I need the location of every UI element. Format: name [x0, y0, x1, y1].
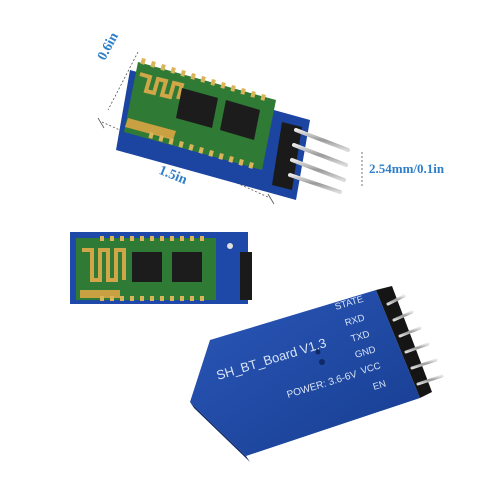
pad-row-top	[140, 57, 266, 101]
header-back-block	[376, 286, 432, 398]
header-front-block	[240, 252, 252, 300]
chip-left	[176, 88, 218, 128]
chip-front-left	[132, 252, 162, 282]
header-pins	[288, 128, 350, 194]
antenna-gold-strip	[125, 118, 176, 140]
chip-front-right	[172, 252, 202, 282]
pin-label-txd: TXD	[350, 329, 372, 345]
module-top-view	[97, 51, 363, 205]
module-back-shadow	[190, 402, 250, 462]
antenna-front-strip	[80, 290, 120, 298]
pin-label-en: EN	[372, 378, 388, 392]
pin-header-block	[272, 122, 302, 190]
module-front-view	[70, 232, 298, 304]
via-hole-1	[319, 359, 325, 365]
header-front-pins	[248, 256, 298, 296]
dimension-pitch-label: 2.54mm/0.1in	[369, 161, 445, 176]
antenna-trace	[139, 72, 185, 100]
pad-row-bottom	[148, 132, 254, 169]
led-front	[227, 243, 233, 249]
pad-row-front	[100, 236, 204, 301]
module-back-view: SH_BT_Board V1.3 POWER: 3.6-6V STATE RXD…	[190, 286, 444, 462]
module-back-board	[190, 290, 420, 456]
via-hole-2	[315, 349, 321, 355]
chip-right	[220, 100, 260, 140]
antenna-front-trace	[82, 248, 126, 282]
header-back-pins	[386, 294, 444, 386]
